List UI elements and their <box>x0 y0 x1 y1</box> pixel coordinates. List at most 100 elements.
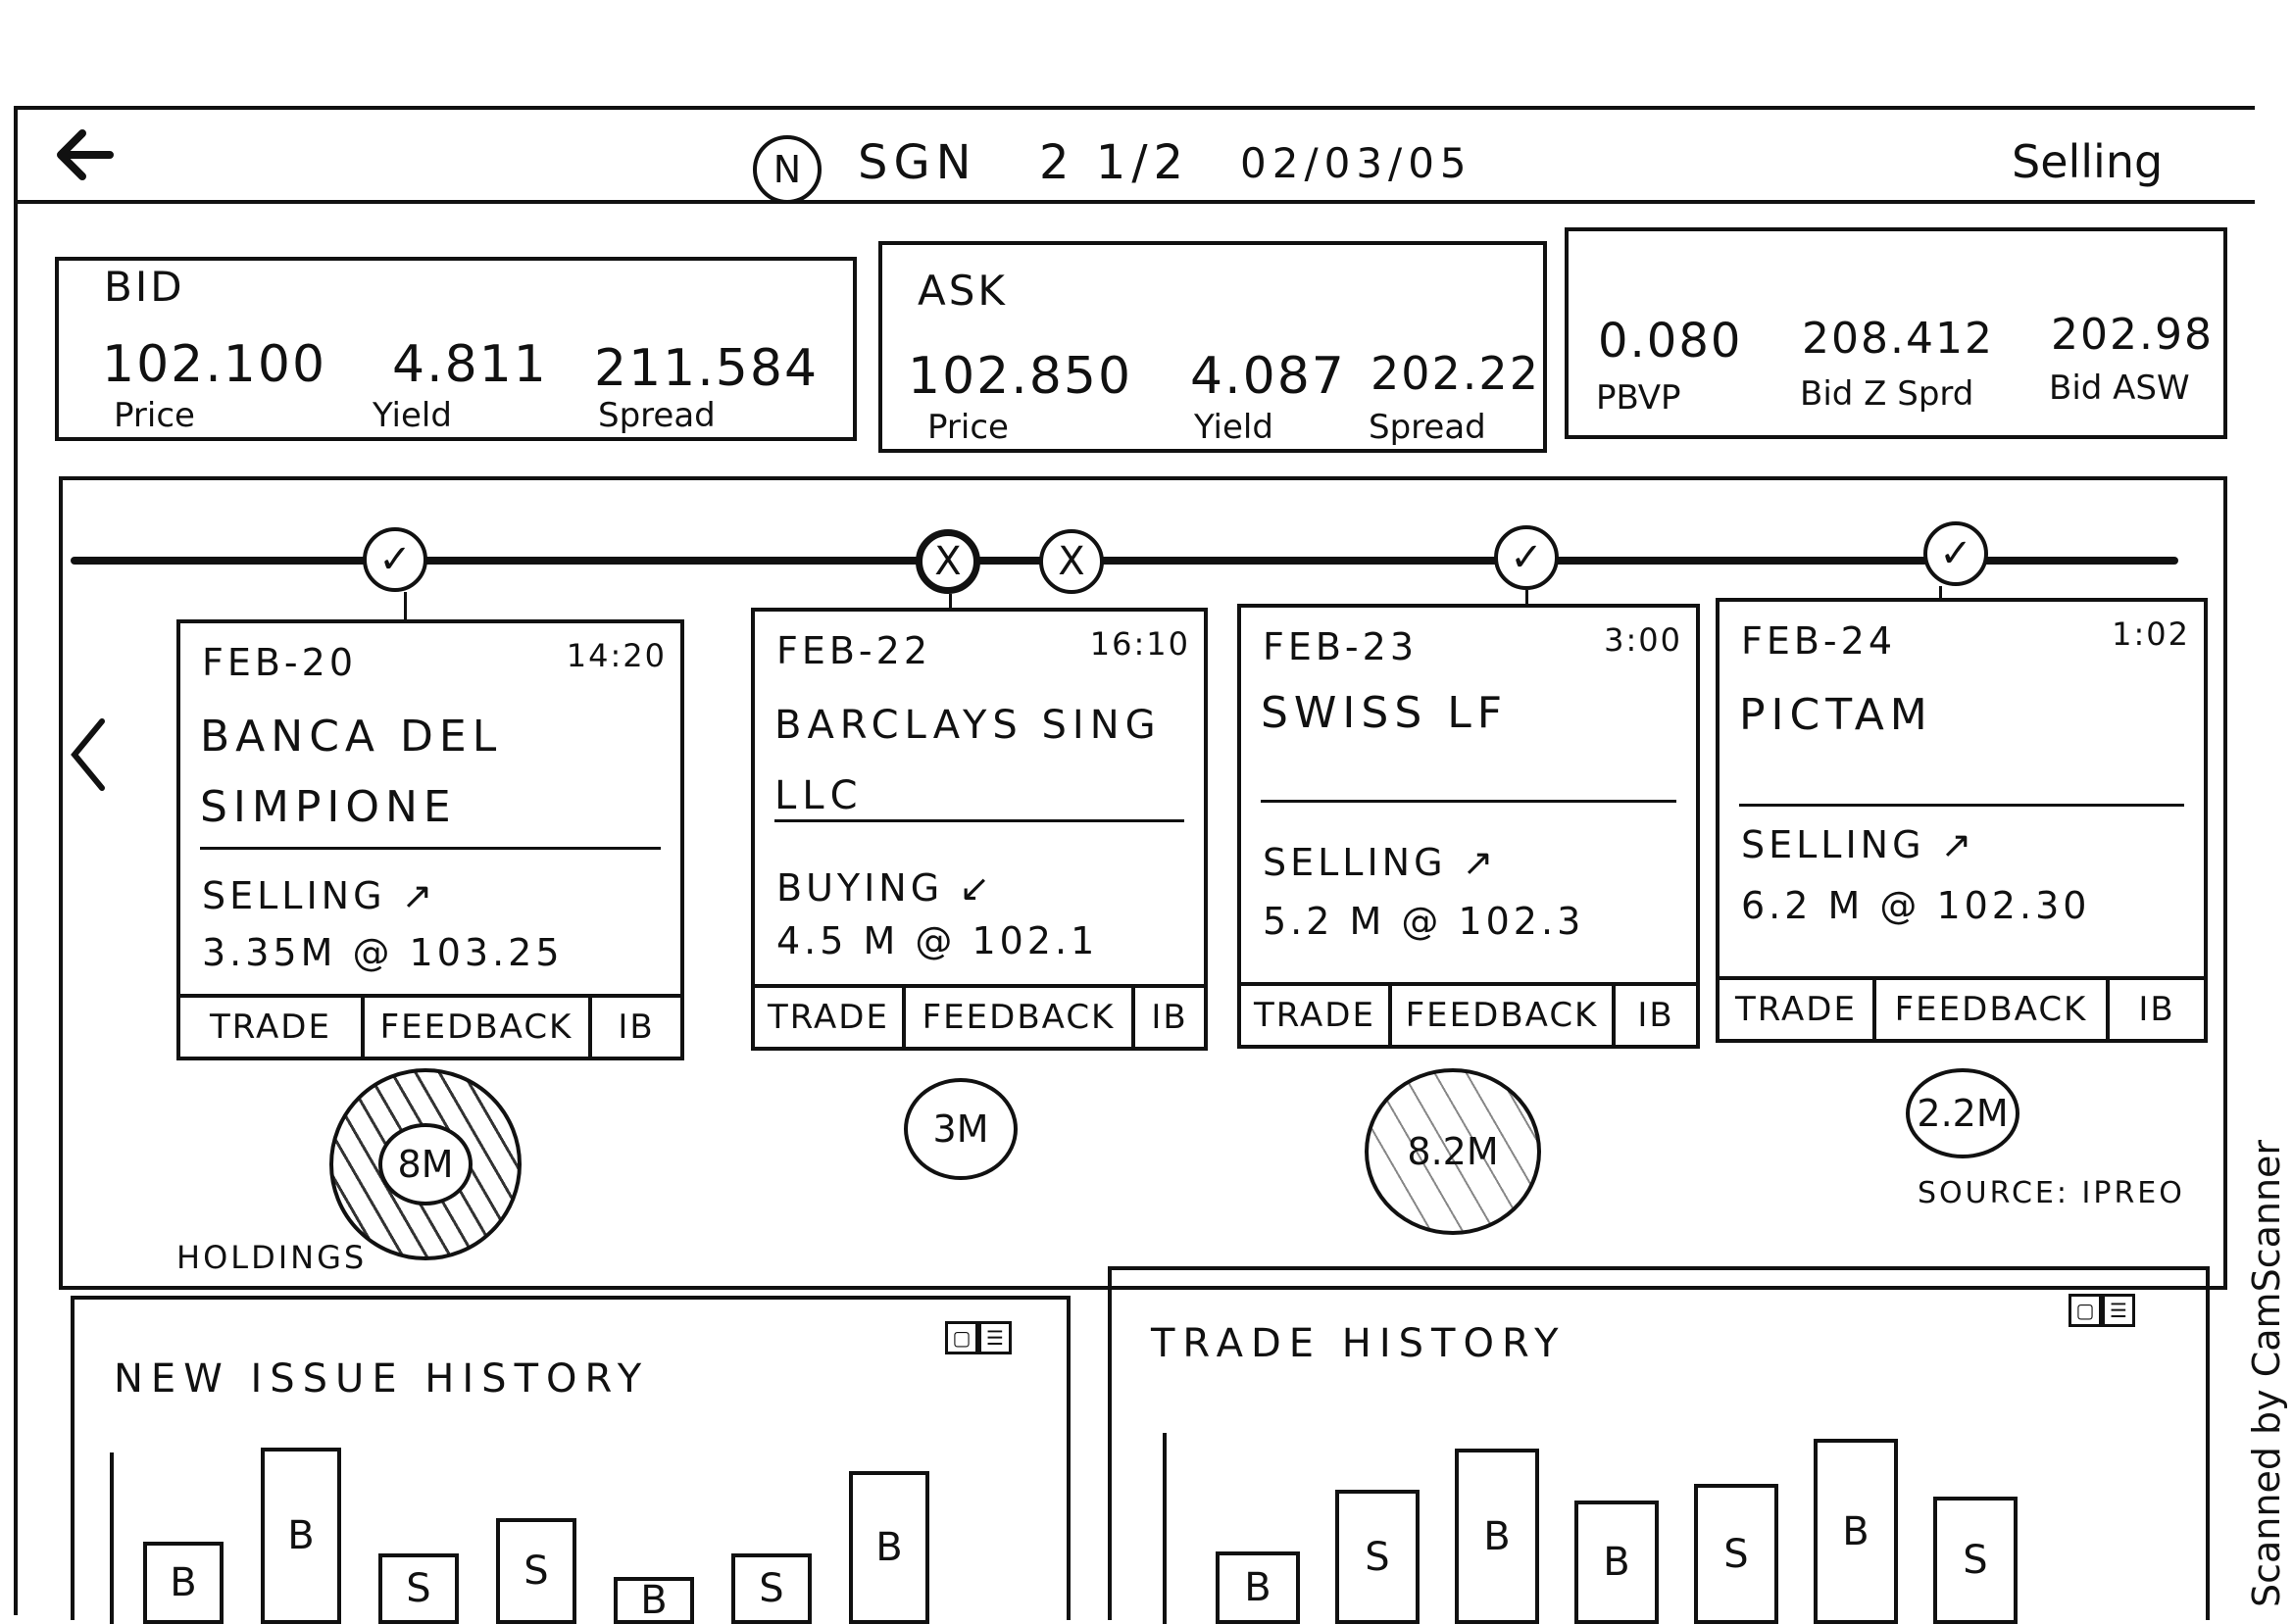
scanner-watermark: Scanned by CamScanner <box>2245 1139 2288 1607</box>
bid-price: 102.100 <box>102 335 327 394</box>
frame-left-border <box>14 106 18 1615</box>
history-bar[interactable]: B <box>1814 1439 1898 1624</box>
ib-button[interactable]: IB <box>618 1008 655 1047</box>
timeline-stem <box>1525 590 1528 615</box>
feedback-button[interactable]: FEEDBACK <box>1876 980 2110 1039</box>
metrics-panel: 0.080 PBVP 208.412 Bid Z Sprd 202.98 Bid… <box>1565 227 2227 439</box>
card-counterparty: BANCA DEL SIMPIONE <box>200 712 503 832</box>
card-fill: 4.5 M @ 102.1 <box>776 919 1099 962</box>
holding-bubble: 3M <box>904 1078 1018 1180</box>
ask-label: ASK <box>918 267 1008 315</box>
history-bar[interactable]: S <box>378 1553 459 1624</box>
chevron-left-icon[interactable] <box>65 715 114 794</box>
card-time: 3:00 <box>1604 621 1682 659</box>
timeline-node-cancelled[interactable]: X <box>1039 529 1104 594</box>
timeline-stem <box>404 592 407 621</box>
header-bottom-border <box>14 200 2255 204</box>
timeline-node-check[interactable]: ✓ <box>363 527 427 592</box>
card-divider <box>1261 800 1676 803</box>
history-bar[interactable]: S <box>1694 1484 1778 1624</box>
trade-button[interactable]: TRADE <box>180 998 365 1057</box>
timeline-node-cancelled[interactable]: X <box>916 529 980 594</box>
timeline-node-check[interactable]: ✓ <box>1923 521 1988 586</box>
trade-card[interactable]: FEB-23 3:00 SWISS LF SELLING ↗ 5.2 M @ 1… <box>1237 604 1700 1049</box>
card-time: 14:20 <box>566 637 667 674</box>
view-toggle[interactable]: ▢ ☰ <box>945 1321 1012 1354</box>
ib-button[interactable]: IB <box>1151 998 1188 1037</box>
card-side: BUYING ↙ <box>776 866 995 910</box>
bid-price-label: Price <box>114 396 195 435</box>
trade-button[interactable]: TRADE <box>755 988 906 1047</box>
holding-bubble-outer: 8M <box>329 1068 522 1260</box>
security-name: SGN <box>858 135 977 190</box>
trade-button[interactable]: TRADE <box>1720 980 1876 1039</box>
history-bar[interactable]: B <box>614 1577 694 1624</box>
security-coupon: 2 1/2 <box>1039 135 1190 190</box>
card-date: FEB-23 <box>1263 625 1419 668</box>
card-actions: TRADE FEEDBACK IB <box>1720 976 2204 1039</box>
ask-price-label: Price <box>927 408 1009 447</box>
card-side: SELLING ↗ <box>1741 823 1976 866</box>
chart-view-icon[interactable]: ▢ <box>2069 1294 2102 1327</box>
history-bar[interactable]: B <box>1455 1449 1539 1624</box>
new-issue-history-title: NEW ISSUE HISTORY <box>114 1356 650 1402</box>
chart-view-icon[interactable]: ▢ <box>945 1321 978 1354</box>
ask-panel: ASK 102.850 Price 4.087 Yield 202.22 Spr… <box>878 241 1547 453</box>
ib-button[interactable]: IB <box>2138 990 2175 1029</box>
bid-z-spread-label: Bid Z Sprd <box>1800 374 1974 414</box>
bid-asw-value: 202.98 <box>2051 310 2214 360</box>
card-actions: TRADE FEEDBACK IB <box>755 984 1204 1047</box>
list-view-icon[interactable]: ☰ <box>2102 1294 2135 1327</box>
history-bar[interactable]: B <box>1216 1551 1300 1624</box>
card-fill: 6.2 M @ 102.30 <box>1741 884 2091 927</box>
history-bar[interactable]: S <box>731 1553 812 1624</box>
card-date: FEB-22 <box>776 629 932 672</box>
bid-panel: BID 102.100 Price 4.811 Yield 211.584 Sp… <box>55 257 857 441</box>
source-label: SOURCE: IPREO <box>1918 1176 2185 1210</box>
card-fill: 5.2 M @ 102.3 <box>1263 900 1585 943</box>
trade-card[interactable]: FEB-24 1:02 PICTAM SELLING ↗ 6.2 M @ 102… <box>1716 598 2208 1043</box>
history-bar[interactable]: S <box>1933 1497 2018 1624</box>
bid-yield: 4.811 <box>392 335 548 394</box>
history-bar[interactable]: S <box>496 1518 576 1624</box>
card-date: FEB-24 <box>1741 619 1897 663</box>
issuer-badge: N <box>753 135 822 204</box>
holding-bubble: 8.2M <box>1365 1068 1541 1235</box>
trade-card[interactable]: FEB-20 14:20 BANCA DEL SIMPIONE SELLING … <box>176 619 684 1060</box>
feedback-button[interactable]: FEEDBACK <box>906 988 1135 1047</box>
history-bar[interactable]: B <box>143 1542 224 1624</box>
card-divider <box>774 819 1184 822</box>
feedback-button[interactable]: FEEDBACK <box>365 998 592 1057</box>
holdings-label: HOLDINGS <box>176 1239 368 1276</box>
back-arrow-icon[interactable] <box>51 125 120 184</box>
history-bar[interactable]: B <box>849 1471 929 1624</box>
trade-button[interactable]: TRADE <box>1241 986 1392 1045</box>
history-bar[interactable]: B <box>261 1448 341 1624</box>
ask-spread-label: Spread <box>1369 408 1486 447</box>
timeline-node-check[interactable]: ✓ <box>1494 525 1559 590</box>
feedback-button[interactable]: FEEDBACK <box>1392 986 1616 1045</box>
history-bar[interactable]: S <box>1335 1490 1420 1624</box>
history-bar[interactable]: B <box>1574 1501 1659 1624</box>
card-fill: 3.35M @ 103.25 <box>202 931 564 974</box>
card-time: 16:10 <box>1089 625 1190 663</box>
card-divider <box>1739 804 2184 807</box>
card-side: SELLING ↗ <box>1263 841 1498 884</box>
view-toggle[interactable]: ▢ ☰ <box>2069 1294 2135 1327</box>
bid-z-spread-value: 208.412 <box>1802 314 1994 364</box>
holding-bubble: 2.2M <box>1906 1068 2019 1158</box>
card-side: SELLING ↗ <box>202 874 437 917</box>
ask-price: 102.850 <box>908 347 1133 406</box>
card-actions: TRADE FEEDBACK IB <box>180 994 680 1057</box>
bid-asw-label: Bid ASW <box>2049 369 2190 408</box>
card-counterparty: BARCLAYS SING LLC <box>774 703 1162 818</box>
activity-timeline-panel <box>59 476 2227 1290</box>
trade-card[interactable]: FEB-22 16:10 BARCLAYS SING LLC BUYING ↙ … <box>751 608 1208 1051</box>
card-counterparty: SWISS LF <box>1261 688 1509 738</box>
chart-axis <box>1163 1433 1167 1624</box>
ib-button[interactable]: IB <box>1637 996 1674 1035</box>
list-view-icon[interactable]: ☰ <box>978 1321 1012 1354</box>
chart-axis <box>110 1452 114 1624</box>
